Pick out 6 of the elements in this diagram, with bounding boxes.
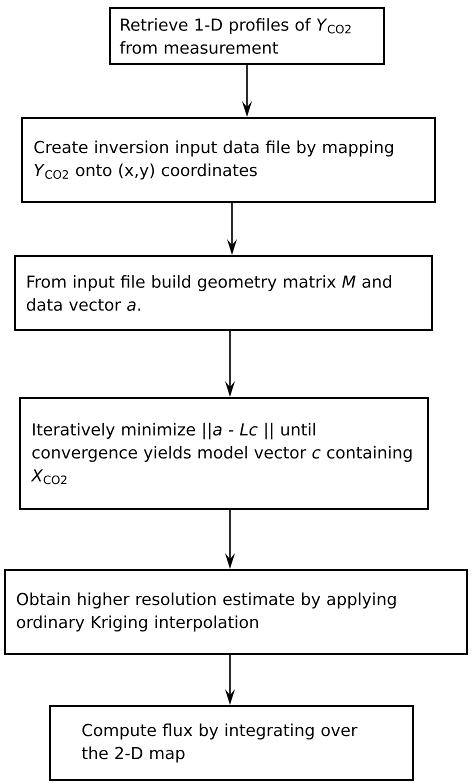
process-box: Obtain higher resolution estimate by applying ordinary Kriging interpolation — [4, 569, 468, 655]
process-box: From input file build geometry matrix M and data vector a. — [14, 255, 433, 331]
process-box: Retrieve 1-D profiles of Y$_{CO2}$ from measurement — [109, 7, 385, 65]
process-box: Create inversion input data file by mapping Y$_{CO2}$ onto (x,y) coordinates — [21, 117, 436, 203]
process-box: Iteratively minimize ||a - Lc || until convergence yields model vector c containing X$_{CO2}$ — [19, 397, 429, 510]
process-box: Compute flux by integrating over the 2-D map — [49, 705, 414, 781]
